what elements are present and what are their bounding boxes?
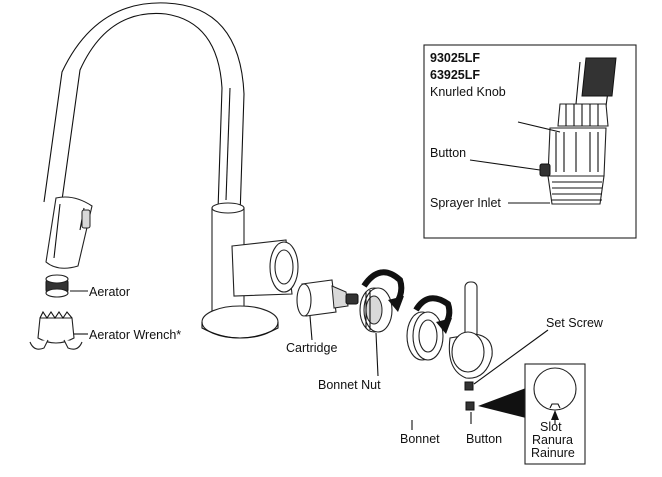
rotate-arrow-bonnet (413, 295, 453, 334)
knurled-knob-label: Knurled Knob (430, 85, 506, 99)
faucet-body (201, 202, 299, 339)
model-number-1: 93025LF (430, 51, 480, 65)
spray-inset (423, 44, 637, 239)
rainure-label: Rainure (531, 446, 575, 460)
handle-part (448, 281, 549, 424)
aerator-wrench-label: Aerator Wrench* (89, 328, 181, 342)
set-screw-label: Set Screw (546, 316, 604, 330)
cartridge-label: Cartridge (286, 341, 337, 355)
ranura-label: Ranura (532, 433, 573, 447)
aerator-wrench-part (29, 310, 88, 350)
bonnet-nut-label: Bonnet Nut (318, 378, 381, 392)
faucet-spout (43, 2, 245, 217)
sprayer-inlet-label: Sprayer Inlet (430, 196, 501, 210)
slot-inset (524, 363, 586, 465)
aerator-part (45, 274, 88, 298)
bonnet-nut-part (359, 287, 393, 377)
bonnet-label: Bonnet (400, 432, 440, 446)
rotate-arrow-nut (361, 269, 405, 312)
model-number-2: 63925LF (430, 68, 480, 82)
callout-wedge (478, 388, 526, 418)
bonnet-part (406, 311, 444, 430)
spray-head (45, 196, 93, 269)
aerator-label: Aerator (89, 285, 130, 299)
button-label: Button (466, 432, 502, 446)
cartridge-part (296, 279, 359, 341)
inset-button-label: Button (430, 146, 466, 160)
slot-label: Slot (540, 420, 562, 434)
